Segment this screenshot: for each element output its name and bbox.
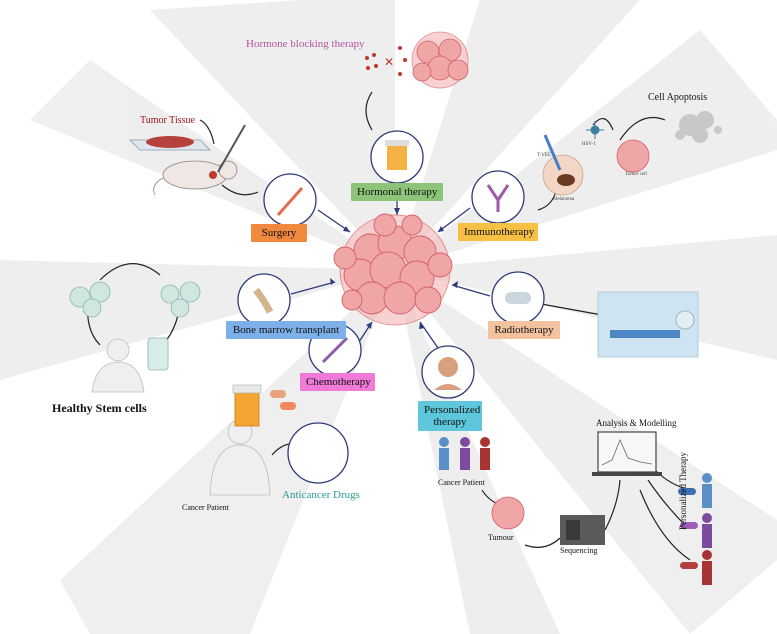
hormone-blocking-cluster-icon — [411, 31, 469, 89]
cancer-patient-right-label: Cancer Patient — [438, 478, 485, 487]
arrow-heads — [330, 208, 458, 329]
anticancer-drugs-label: Anticancer Drugs — [282, 489, 360, 501]
apoptosis-fragments-icon — [675, 111, 722, 143]
tumor-tissue-label: Tumor Tissue — [140, 115, 195, 126]
svg-text:✕: ✕ — [384, 55, 394, 69]
personalized-tag-line2: therapy — [433, 416, 467, 428]
hormonal-therapy-tag: Hormonal therapy — [351, 183, 443, 201]
receptor-block-icon: ✕ — [365, 46, 407, 76]
tumour-label: Tumour — [488, 533, 514, 542]
chemotherapy-tag: Chemotherapy — [300, 373, 375, 391]
tvec-syringe-icon — [543, 134, 562, 171]
tumor-cell-cluster-icon — [333, 213, 453, 326]
radiotherapy-room-icon — [597, 291, 699, 358]
melanoma-label: Melanoma — [553, 197, 575, 202]
radiotherapy-tag: Radiotherapy — [488, 321, 560, 339]
patient-group-icon — [439, 437, 490, 470]
healthy-stem-cells-label: Healthy Stem cells — [52, 401, 147, 415]
immunotherapy-tag: Immunotherapy — [458, 223, 538, 241]
personalized-patients-icon — [678, 473, 712, 585]
personalized-tag-line1: Personalized — [424, 404, 481, 416]
antibody-icon — [471, 170, 525, 224]
stem-cell-icons — [69, 281, 201, 318]
virus-icon — [586, 121, 604, 139]
tumor-tissue-tray-icon — [129, 136, 211, 151]
melanoma-icon — [542, 154, 584, 196]
personalized-therapy-tag: Personalized therapy — [418, 401, 482, 431]
sequencing-label: Sequencing — [560, 546, 598, 555]
mouse-icon — [153, 160, 238, 196]
tvec-label: T-VEC — [537, 153, 552, 158]
tumor-cell-icon — [616, 139, 650, 173]
laptop-chart-icon — [592, 431, 662, 476]
forceps-icon — [217, 124, 246, 173]
analysis-label: Analysis & Modelling — [596, 418, 677, 428]
tumour-sample-icon — [491, 496, 525, 530]
tumor-cell-label: Tumor cell — [625, 172, 647, 177]
cell-apoptosis-label: Cell Apoptosis — [648, 92, 708, 103]
badge-glyphs — [253, 140, 531, 390]
personalized-therapy-vertical-label: Personalized Therapy — [678, 451, 688, 530]
hsv1-label: HSV-1 — [582, 142, 596, 147]
cancer-patient-left-label: Cancer Patient — [182, 503, 229, 512]
hormone-blocking-label: Hormone blocking therapy — [246, 38, 365, 50]
surgery-tag: Surgery — [251, 224, 307, 242]
iv-bag-icon — [147, 337, 169, 371]
patient-left-icon — [91, 338, 145, 393]
sequencer-icon — [560, 515, 605, 545]
capsule-icon — [287, 422, 349, 484]
bone-marrow-tag: Bone marrow transplant — [226, 321, 346, 339]
pill-bottle-icon — [232, 384, 262, 427]
